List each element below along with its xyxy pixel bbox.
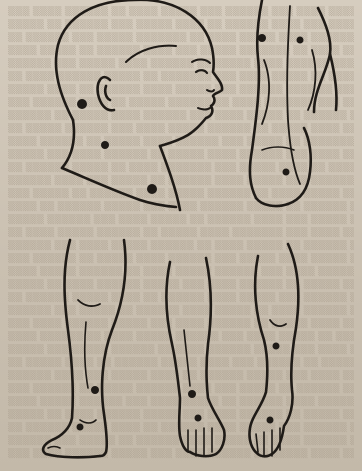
leg-back-edge xyxy=(100,240,126,456)
right-arm-line xyxy=(330,54,337,110)
ankle-mark xyxy=(80,420,96,423)
point-forearm xyxy=(188,390,196,398)
point-ankle xyxy=(77,424,84,431)
buttock-right xyxy=(288,128,311,204)
arm-back-figure xyxy=(249,244,298,456)
leg-front-edge xyxy=(43,240,100,457)
point-calf xyxy=(91,386,99,394)
fingers-back xyxy=(256,428,280,456)
forearm-muscle xyxy=(184,330,190,386)
arm-palm-figure xyxy=(166,258,224,456)
point-mid-back xyxy=(297,37,304,44)
point-shoulder xyxy=(147,184,157,194)
mouth xyxy=(198,108,210,110)
point-behind-ear xyxy=(77,99,87,109)
arm-back-right-edge xyxy=(258,244,298,456)
shoulder-line xyxy=(62,168,176,207)
head-profile-figure xyxy=(56,0,222,210)
point-upper-back xyxy=(258,34,266,42)
arm-back-left-edge xyxy=(249,256,267,454)
eyebrow xyxy=(192,59,210,63)
torso-right-edge xyxy=(314,8,330,112)
spine-line xyxy=(287,6,300,184)
knee-crease xyxy=(78,300,100,306)
shin-muscle xyxy=(85,322,88,388)
nostril xyxy=(207,90,214,92)
back-torso-figure xyxy=(250,0,337,206)
toes xyxy=(48,447,60,449)
point-hand-back xyxy=(267,417,274,424)
eye xyxy=(196,70,207,73)
point-neck xyxy=(101,141,109,149)
neck-back xyxy=(62,120,74,168)
neck-front xyxy=(160,146,180,210)
point-lower-back xyxy=(283,169,290,176)
head-outline xyxy=(56,0,222,146)
hair-line xyxy=(126,46,176,62)
elbow-mark xyxy=(270,320,286,326)
scapula-left xyxy=(262,60,269,124)
buttock-left xyxy=(256,198,288,206)
ear xyxy=(98,77,114,110)
arm-palm-right-edge xyxy=(190,258,225,456)
point-elbow xyxy=(273,343,280,350)
torso-left-edge xyxy=(250,0,262,198)
waist-crease xyxy=(262,147,294,150)
point-wrist xyxy=(195,415,202,422)
leg-figure xyxy=(43,240,125,457)
